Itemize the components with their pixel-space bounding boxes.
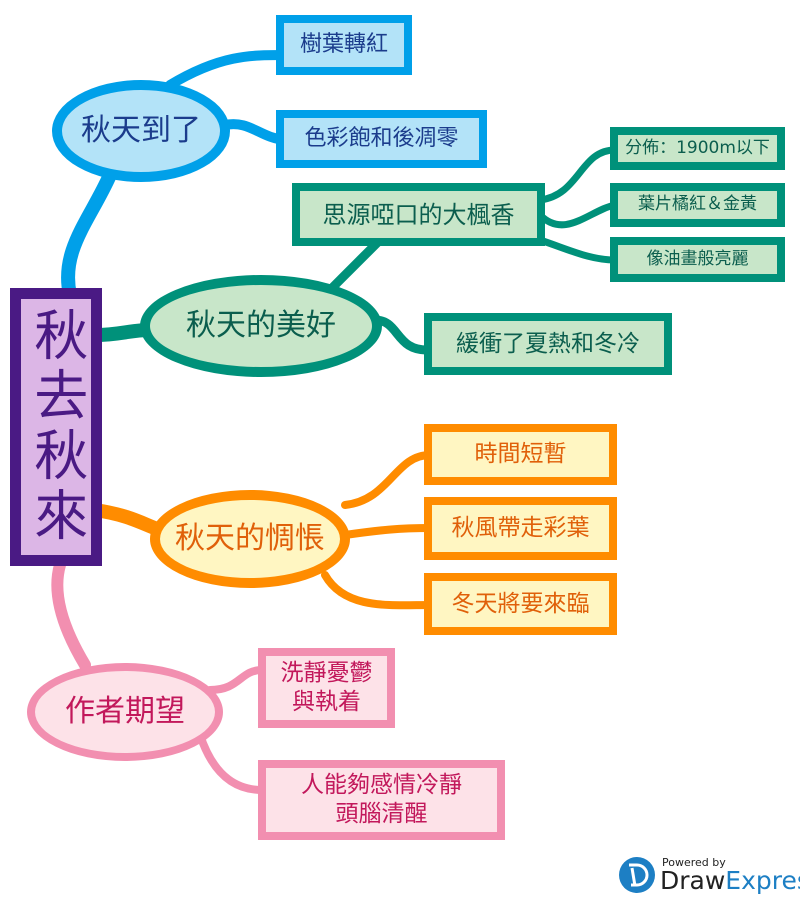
node-buffer[interactable]: 緩衝了夏熱和冬冷	[424, 313, 672, 375]
brand-express: Express	[725, 866, 800, 895]
node-leaf-color[interactable]: 葉片橘紅＆金黃	[610, 183, 785, 227]
node-maple[interactable]: 思源啞口的大楓香	[292, 183, 545, 246]
branch-melancholy[interactable]: 秋天的惆悵	[150, 490, 350, 588]
powered-by-text: Powered by	[662, 856, 726, 869]
node-time-short[interactable]: 時間短暫	[424, 424, 617, 485]
branch-hope[interactable]: 作者期望	[27, 663, 223, 761]
root-node[interactable]: 秋去秋來	[10, 288, 102, 566]
node-color-fade[interactable]: 色彩飽和後凋零	[276, 110, 487, 168]
node-wind-leaves[interactable]: 秋風帶走彩葉	[424, 497, 617, 560]
drawexpress-logo-icon	[619, 857, 655, 893]
drawexpress-logo: Powered by DrawExpress	[618, 856, 800, 894]
node-winter-coming[interactable]: 冬天將要來臨	[424, 573, 617, 635]
node-wash-sorrow[interactable]: 洗靜憂鬱 與執着	[258, 648, 395, 728]
node-leaves-red[interactable]: 樹葉轉紅	[276, 15, 412, 75]
branch-autumn-arrives[interactable]: 秋天到了	[52, 80, 230, 182]
node-oil-painting[interactable]: 像油畫般亮麗	[610, 237, 785, 282]
brand-draw: Draw	[660, 866, 726, 895]
node-calm-clear[interactable]: 人能夠感情冷靜 頭腦清醒	[258, 760, 505, 840]
branch-beauty[interactable]: 秋天的美好	[140, 275, 382, 377]
node-distribution[interactable]: 分佈：1900m以下	[610, 127, 785, 170]
